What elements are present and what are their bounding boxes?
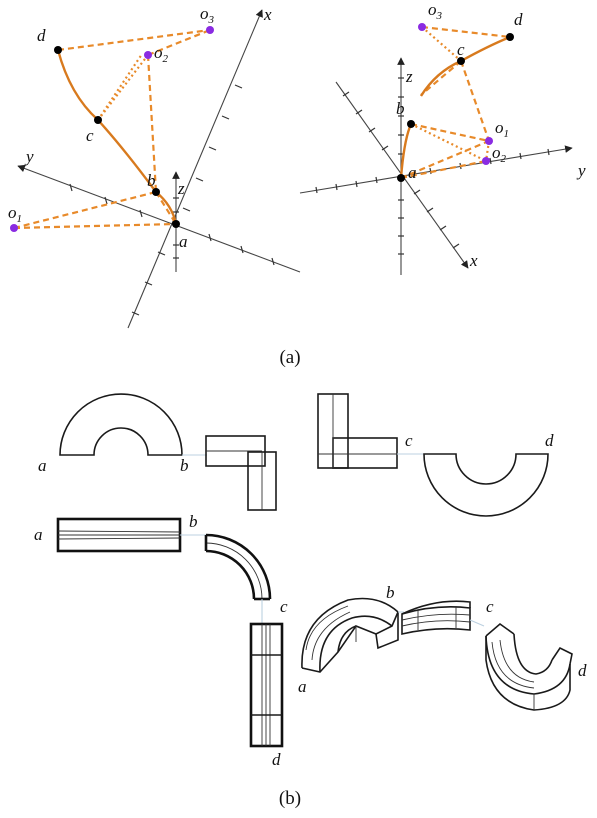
panel-b-top-right-views: c d [317, 393, 554, 517]
label-c: c [486, 597, 494, 616]
dotted-b-o2 [410, 123, 487, 162]
dashed-o2-b [146, 54, 158, 193]
point-c [457, 57, 465, 65]
curve-c-d [419, 35, 511, 97]
dashed-o1-b [13, 190, 157, 230]
label-b: b [396, 99, 405, 118]
x-axis-label: x [263, 5, 272, 24]
z-axis-label: z [177, 179, 185, 198]
panel-b-iso-sketch: a b c d [298, 583, 587, 711]
center-o2 [144, 51, 152, 59]
iso-arch-ab [301, 597, 399, 673]
label-d: d [272, 750, 281, 769]
label-a: a [34, 525, 43, 544]
helical-curve [56, 49, 178, 225]
label-o2: o2 [492, 143, 507, 165]
caption-a: (a) [279, 347, 300, 368]
y-axis [17, 164, 301, 273]
label-d: d [514, 10, 523, 29]
panel-b-top-left-views: a b [38, 393, 277, 511]
label-c: c [457, 40, 465, 59]
z-axis-label: z [405, 67, 413, 86]
axis-ticks [315, 77, 550, 255]
center-o1 [10, 224, 18, 232]
label-c: c [86, 126, 94, 145]
label-b: b [189, 512, 198, 531]
point-d [54, 46, 62, 54]
label-a: a [38, 456, 47, 475]
point-c [94, 116, 102, 124]
label-o1: o1 [495, 118, 509, 140]
label-o1: o1 [8, 203, 22, 225]
bottom-view-arc [423, 453, 549, 517]
label-b: b [386, 583, 395, 602]
dashed-o2-o3 [147, 28, 211, 57]
panel-b-sketch-plan: a b c d [34, 512, 288, 769]
dashed-b-o1 [410, 122, 490, 143]
panel-a-right-plot: z y x a b c d o3 o1 o2 [299, 0, 586, 275]
center-o2 [482, 157, 490, 165]
iso-arch-cd [485, 622, 573, 711]
point-a [397, 174, 405, 182]
x-axis-label: x [469, 251, 478, 270]
elbow-segment-bc [205, 533, 272, 600]
label-a: a [298, 677, 307, 696]
dashed-d-o3 [57, 28, 211, 52]
dotted-o3-c [421, 26, 462, 62]
dashed-b-a [155, 191, 177, 225]
dotted-c-o2-b [97, 53, 143, 121]
point-b [407, 120, 415, 128]
label-o3: o3 [428, 0, 443, 22]
dashed-o1-a [13, 222, 177, 230]
label-c: c [405, 431, 413, 450]
iso-box-bc [401, 600, 471, 636]
label-d: d [578, 661, 587, 680]
label-d: d [37, 26, 46, 45]
center-o3 [206, 26, 214, 34]
label-b: b [180, 456, 189, 475]
label-c: c [280, 597, 288, 616]
dashed-a-o2 [400, 159, 487, 180]
dashed-a-o1 [400, 139, 490, 180]
dotted-c-o2-a [97, 54, 149, 121]
dashed-c-o1 [459, 60, 491, 142]
top-view-elbow [205, 435, 277, 511]
point-d [506, 33, 514, 41]
center-o1 [485, 137, 493, 145]
dashed-c-curve [420, 60, 462, 96]
label-d: d [545, 431, 554, 450]
front-view-arc [59, 393, 183, 456]
axis-ticks [69, 84, 275, 316]
y-axis-label: y [576, 161, 586, 180]
point-a [172, 220, 180, 228]
dashed-o3-d [421, 25, 511, 39]
label-o3: o3 [200, 4, 215, 26]
label-a: a [179, 232, 188, 251]
label-a: a [408, 163, 417, 182]
straight-segment-cd [249, 622, 284, 748]
center-o3 [418, 23, 426, 31]
y-axis-label: y [24, 147, 34, 166]
label-o2: o2 [154, 43, 169, 65]
point-b [152, 188, 160, 196]
side-view-elbow [317, 393, 398, 469]
label-b: b [147, 171, 156, 190]
panel-a-left-plot: x y z d c b a o3 o2 o1 [8, 4, 301, 329]
x-axis [127, 9, 263, 329]
caption-b: (b) [279, 788, 301, 809]
